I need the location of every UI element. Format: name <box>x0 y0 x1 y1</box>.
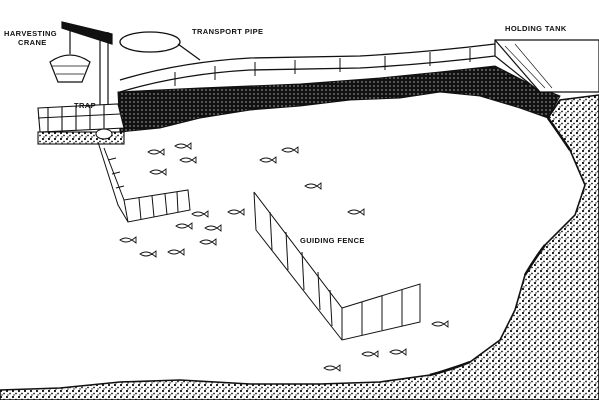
label-transport-pipe: TRANSPORT PIPE <box>192 27 264 36</box>
fish <box>167 248 185 256</box>
label-harvesting-crane-line1: HARVESTING <box>4 29 58 38</box>
fish <box>361 350 379 358</box>
fish <box>431 320 449 328</box>
fish <box>347 208 365 216</box>
fish <box>389 348 407 356</box>
fish <box>174 142 192 150</box>
fish <box>323 364 341 372</box>
fish <box>119 236 137 244</box>
label-holding-tank: HOLDING TANK <box>505 24 567 33</box>
fish <box>139 250 157 258</box>
fish <box>149 168 167 176</box>
trap-platform <box>37 103 125 145</box>
label-harvesting-crane-line2: CRANE <box>18 38 47 47</box>
pipe-supports <box>174 48 471 86</box>
fish <box>304 182 322 190</box>
far-embankment <box>117 65 561 133</box>
guiding-fence <box>253 191 421 341</box>
fish <box>281 146 299 154</box>
label-guiding-fence: GUIDING FENCE <box>300 236 365 245</box>
fish-group <box>119 142 449 372</box>
transport-pipe <box>119 31 496 93</box>
fish <box>259 156 277 164</box>
fish <box>179 156 197 164</box>
shoreline-edge-detail <box>429 117 572 377</box>
fish <box>227 208 245 216</box>
holding-tank <box>494 39 599 93</box>
fish <box>199 238 217 246</box>
fish <box>175 222 193 230</box>
trap-net <box>97 141 191 223</box>
label-trap: TRAP <box>74 101 97 110</box>
fish <box>204 224 222 232</box>
fish <box>147 148 165 156</box>
fish <box>191 210 209 218</box>
